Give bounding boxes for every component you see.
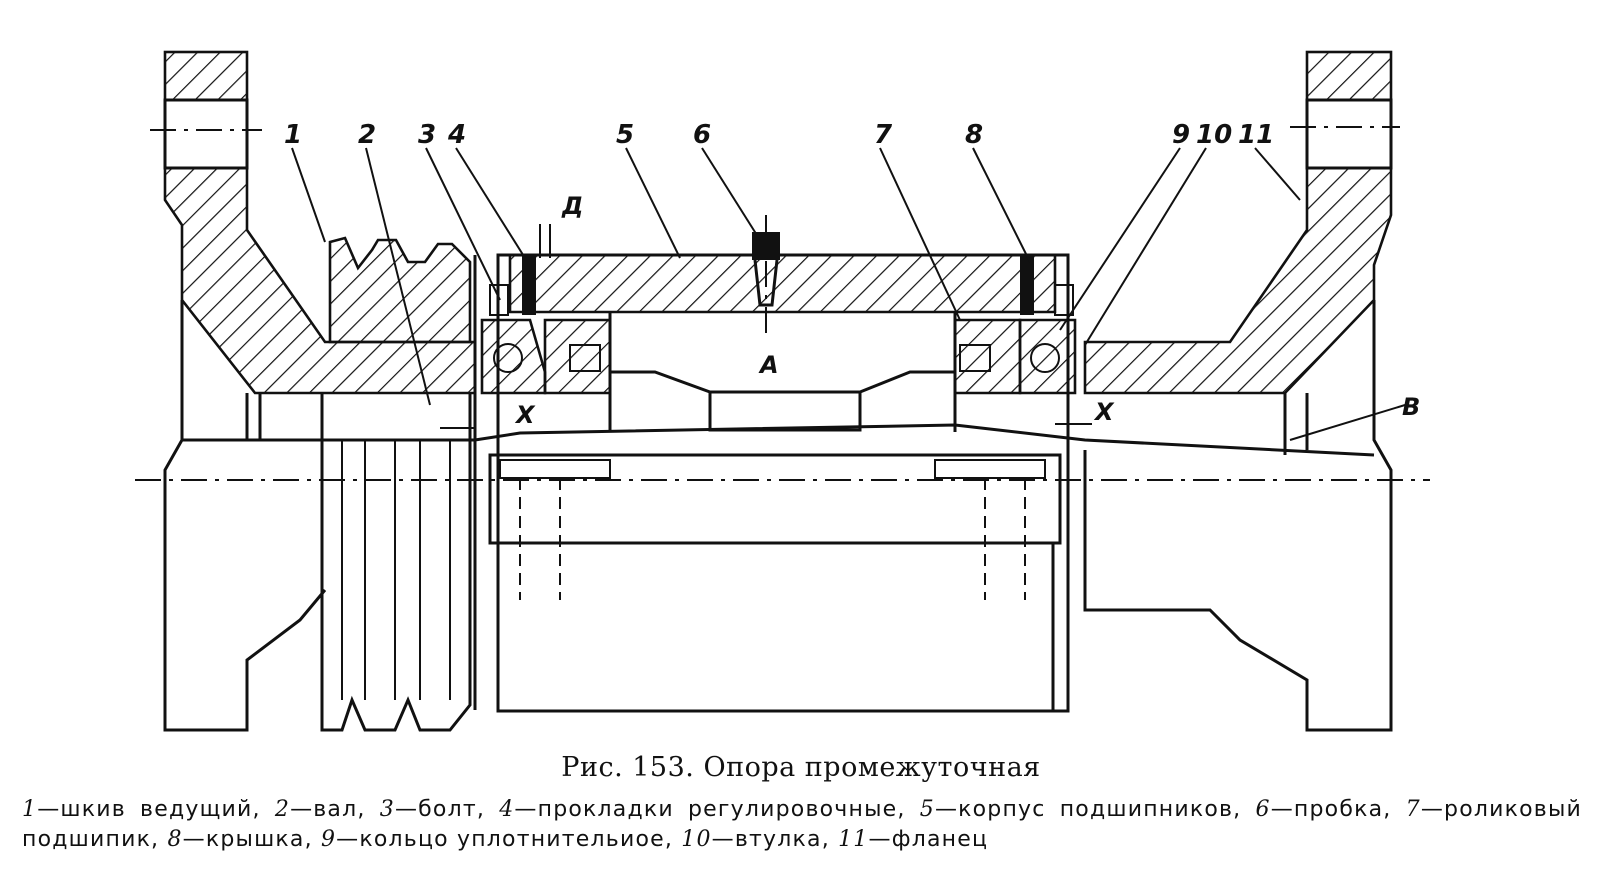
legend-item-text: —крышка, xyxy=(182,827,321,852)
legend-item-number: 8 xyxy=(167,827,183,852)
legend-item: 6—пробка, xyxy=(1256,797,1406,822)
legend-item: 1—шкив ведущий, xyxy=(22,797,275,822)
label-part-2: 2 xyxy=(358,120,376,150)
legend-item-number: 1 xyxy=(22,797,38,822)
legend-item-text: —роликовый подшипик, xyxy=(22,797,1583,852)
label-part-5: 5 xyxy=(616,120,634,150)
legend-item-number: 10 xyxy=(681,827,712,852)
label-part-3: 3 xyxy=(418,120,436,150)
legend-item: 9—кольцо уплотнительиое, xyxy=(321,827,681,852)
left-bearing-assembly xyxy=(473,255,612,710)
right-flange xyxy=(1083,50,1393,732)
legend-item-number: 5 xyxy=(919,797,935,822)
label-x-left: Х xyxy=(514,401,536,429)
plug xyxy=(752,215,780,340)
label-a: А xyxy=(758,351,779,379)
legend-item-number: 4 xyxy=(499,797,515,822)
shaft xyxy=(182,393,1375,457)
legend-item-text: —прокладки регулировочные, xyxy=(514,797,920,822)
label-d: Д xyxy=(561,192,583,220)
pulley xyxy=(320,236,472,732)
centerlines xyxy=(135,126,1430,481)
legend-item-text: —вал, xyxy=(290,797,380,822)
label-part-10: 10 xyxy=(1196,120,1232,150)
legend-item-number: 2 xyxy=(274,797,291,822)
legend-item-text: —шкив ведущий, xyxy=(37,797,275,822)
legend-item-text: —фланец xyxy=(868,827,989,852)
legend-item-number: 7 xyxy=(1405,797,1421,822)
legend-item-text: —болт, xyxy=(394,797,500,822)
legend-item-text: —корпус подшипников, xyxy=(934,797,1256,822)
label-part-6: 6 xyxy=(693,120,711,150)
label-x-right: Х xyxy=(1093,398,1115,426)
legend-item: 8—крышка, xyxy=(167,827,321,852)
left-flange xyxy=(163,50,477,732)
legend-item: 4—прокладки регулировочные, xyxy=(499,797,920,822)
legend-item: 11—фланец xyxy=(838,827,988,852)
right-bearing-assembly xyxy=(953,255,1077,395)
legend-item-text: —кольцо уплотнительиое, xyxy=(336,827,682,852)
technical-drawing: 1 2 3 4 5 6 7 8 9 10 11 Д А Х Х В xyxy=(135,50,1430,732)
legend-item-number: 3 xyxy=(379,797,395,822)
legend-item-number: 6 xyxy=(1255,797,1271,822)
label-part-4: 4 xyxy=(447,120,466,150)
label-b: В xyxy=(1402,393,1420,421)
label-part-9: 9 xyxy=(1172,120,1190,150)
legend-item: 10—втулка, xyxy=(681,827,838,852)
legend-item-number: 9 xyxy=(320,827,337,852)
legend-item: 5—корпус подшипников, xyxy=(920,797,1256,822)
legend-item-text: —пробка, xyxy=(1270,797,1406,822)
label-part-8: 8 xyxy=(965,120,983,150)
figure-caption: Рис. 153. Опора промежуточная xyxy=(561,752,1041,783)
leader-lines xyxy=(291,147,1406,441)
legend-item: 7—роликовый подшипик, xyxy=(22,797,1582,852)
figure-legend: 1—шкив ведущий, 2—вал, 3—болт, 4—проклад… xyxy=(22,795,1582,855)
legend-item-text: —втулка, xyxy=(711,827,839,852)
legend-item: 2—вал, xyxy=(275,797,380,822)
label-part-7: 7 xyxy=(874,120,893,150)
label-part-11: 11 xyxy=(1238,120,1274,150)
part-number-labels: 1 2 3 4 5 6 7 8 9 10 11 Д А Х Х В xyxy=(284,120,1420,429)
legend-item: 3—болт, xyxy=(380,797,499,822)
label-part-1: 1 xyxy=(284,120,302,150)
legend-item-number: 11 xyxy=(838,827,869,852)
